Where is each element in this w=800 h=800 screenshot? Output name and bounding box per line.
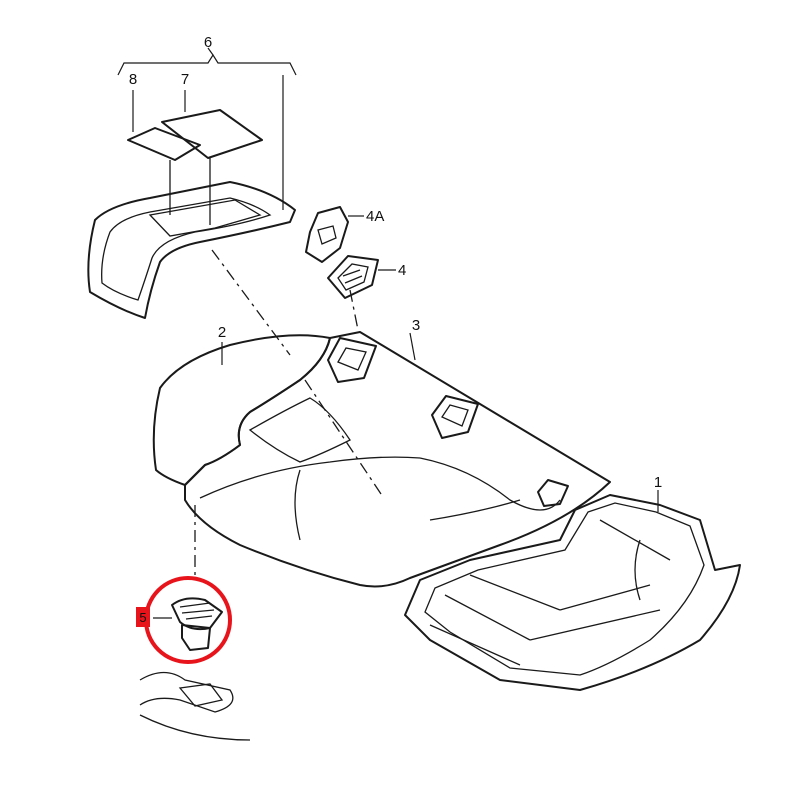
- highlight-marker: [136, 576, 232, 664]
- label-3: 3: [412, 317, 420, 334]
- assembly-dash-lines: [194, 249, 384, 580]
- label-4: 4: [398, 262, 406, 279]
- label-1: 1: [654, 474, 662, 491]
- lower-seat-pan: [139, 671, 251, 741]
- label-6: 6: [204, 34, 212, 51]
- part-1-wire-frame: [404, 490, 741, 691]
- label-2: 2: [218, 324, 226, 341]
- part-8-pad: [127, 127, 201, 161]
- part-3-cushion: [184, 331, 611, 588]
- part-7-pad: [161, 109, 263, 159]
- part-2-padding: [152, 334, 331, 486]
- pad-guide-lines: [169, 158, 211, 225]
- label-7: 7: [181, 71, 189, 88]
- part-6-bracket: [117, 47, 297, 210]
- highlight-circle: [144, 576, 232, 664]
- label-8: 8: [129, 71, 137, 88]
- part-4a-clip: [305, 206, 364, 263]
- part-6-cover: [87, 181, 296, 319]
- part-5-clip: [153, 597, 223, 651]
- part-5-tag: [136, 607, 150, 627]
- label-4a: 4A: [366, 208, 384, 225]
- label-5: 5: [139, 610, 146, 625]
- part-4-grommet: [327, 255, 396, 299]
